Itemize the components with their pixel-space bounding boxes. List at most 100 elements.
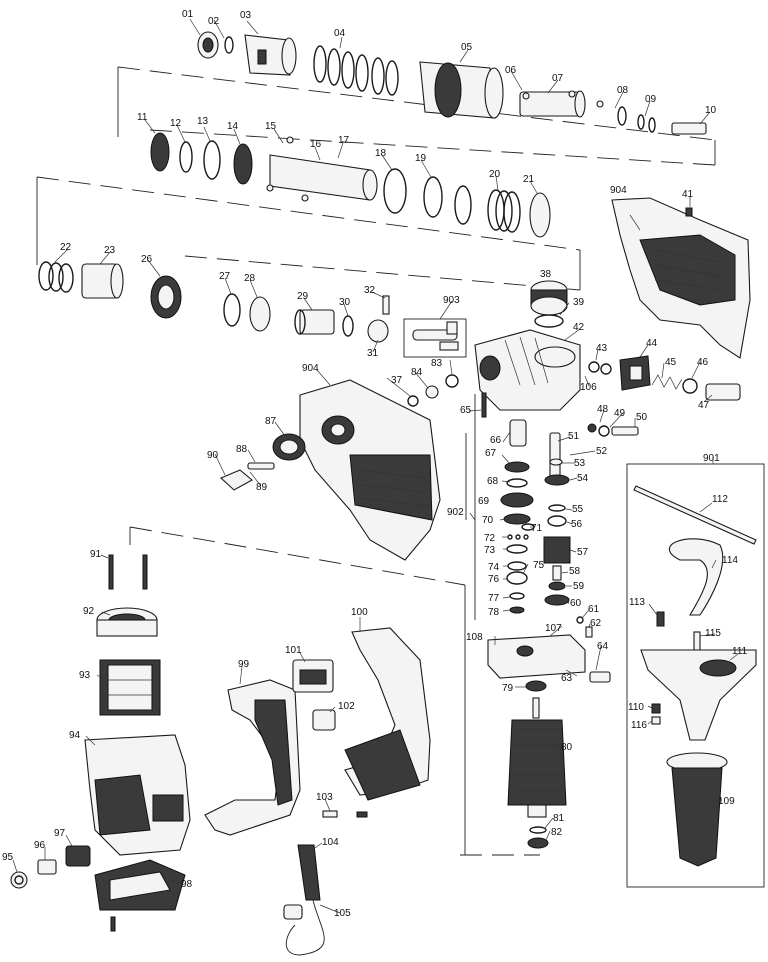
label-60: 60 xyxy=(570,598,582,609)
part-18-ring xyxy=(383,168,407,214)
part-90-plug xyxy=(219,469,253,491)
part-13-ring xyxy=(203,140,221,180)
label-114: 114 xyxy=(722,555,738,566)
part-83-ring xyxy=(445,374,459,388)
label-01: 01 xyxy=(182,9,194,20)
label-89: 89 xyxy=(256,482,268,493)
label-37: 37 xyxy=(391,375,403,386)
label-52: 52 xyxy=(596,446,608,457)
label-47: 47 xyxy=(698,400,710,411)
part-115-bolt xyxy=(693,631,701,651)
part-46-washer xyxy=(682,378,698,394)
part-65-screw xyxy=(481,392,487,418)
part-14-ring xyxy=(233,143,253,185)
label-55: 55 xyxy=(572,504,584,515)
label-30: 30 xyxy=(339,297,351,308)
part-08-ring xyxy=(617,106,627,126)
label-94: 94 xyxy=(69,730,81,741)
label-11: 11 xyxy=(137,112,148,123)
housing-left xyxy=(219,379,441,561)
label-902: 902 xyxy=(447,507,464,518)
label-05: 05 xyxy=(461,42,473,53)
label-42: 42 xyxy=(573,322,585,333)
label-80: 80 xyxy=(561,742,573,753)
part-47-plug xyxy=(705,383,741,401)
label-91: 91 xyxy=(90,549,102,560)
label-26: 26 xyxy=(141,254,153,265)
motor-housing xyxy=(10,554,191,932)
part-103-clamp xyxy=(322,810,368,818)
label-22: 22 xyxy=(60,242,72,253)
part-59-ring xyxy=(548,581,566,591)
label-14: 14 xyxy=(227,121,239,132)
part-11-ring xyxy=(150,132,170,172)
label-78: 78 xyxy=(488,607,500,618)
label-58: 58 xyxy=(569,566,581,577)
label-06: 06 xyxy=(505,65,517,76)
part-101-switch xyxy=(292,659,334,693)
part-76-spring xyxy=(506,571,528,585)
part-21-gear xyxy=(529,192,551,238)
part-41-screw xyxy=(685,207,693,217)
label-115: 115 xyxy=(705,628,721,639)
label-63: 63 xyxy=(561,673,573,684)
label-76: 76 xyxy=(488,574,500,585)
part-56-spring xyxy=(547,515,567,527)
part-93-stator xyxy=(99,659,161,716)
label-72: 72 xyxy=(484,533,496,544)
label-77: 77 xyxy=(488,593,500,604)
label-65: 65 xyxy=(460,405,472,416)
part-96-bushing xyxy=(37,859,57,875)
label-87: 87 xyxy=(265,416,277,427)
label-84: 84 xyxy=(411,367,423,378)
label-07: 07 xyxy=(552,73,564,84)
part-39-seal xyxy=(534,314,564,328)
label-54: 54 xyxy=(577,473,589,484)
part-104-cable-guard xyxy=(297,844,321,901)
part-112-rod xyxy=(633,485,757,545)
part-53-bearing xyxy=(549,458,563,466)
part-70-bearing xyxy=(503,513,531,525)
label-12: 12 xyxy=(170,118,182,129)
label-56: 56 xyxy=(571,519,583,530)
label-29: 29 xyxy=(297,291,309,302)
part-03-sleeve xyxy=(244,34,297,76)
part-30-ring xyxy=(342,315,354,337)
part-88-screw xyxy=(247,462,275,470)
label-13: 13 xyxy=(197,116,209,127)
label-70: 70 xyxy=(482,515,494,526)
part-74-washer xyxy=(507,561,527,571)
label-110: 110 xyxy=(628,702,644,713)
label-23: 23 xyxy=(104,245,116,256)
label-41: 41 xyxy=(682,189,694,200)
part-116-nut xyxy=(651,716,661,725)
label-103: 103 xyxy=(316,792,333,803)
part-64-switch xyxy=(589,671,611,683)
part-22-springs xyxy=(38,261,74,293)
part-81-washer xyxy=(529,826,547,834)
part-73-washer xyxy=(506,544,528,554)
label-67: 67 xyxy=(485,448,497,459)
gearbox-housing xyxy=(474,329,581,411)
label-901: 901 xyxy=(703,453,720,464)
label-04: 04 xyxy=(334,28,346,39)
part-97-sleeve xyxy=(65,845,91,867)
guide-lines xyxy=(36,66,716,856)
part-28-gear xyxy=(249,296,271,332)
part-27-ring xyxy=(223,293,241,327)
label-92: 92 xyxy=(83,606,95,617)
drive-stack xyxy=(487,419,611,849)
label-03: 03 xyxy=(240,10,252,21)
label-100: 100 xyxy=(351,607,368,618)
part-50-bolt xyxy=(611,426,639,436)
leader-lines xyxy=(12,18,739,914)
part-61-ring xyxy=(576,616,584,624)
housing-upper-right xyxy=(611,197,751,359)
part-54-bearing xyxy=(544,474,570,486)
label-02: 02 xyxy=(208,16,220,27)
part-69-gear xyxy=(500,492,534,508)
label-53: 53 xyxy=(574,458,586,469)
label-74: 74 xyxy=(488,562,500,573)
part-66-pinion xyxy=(509,419,527,447)
